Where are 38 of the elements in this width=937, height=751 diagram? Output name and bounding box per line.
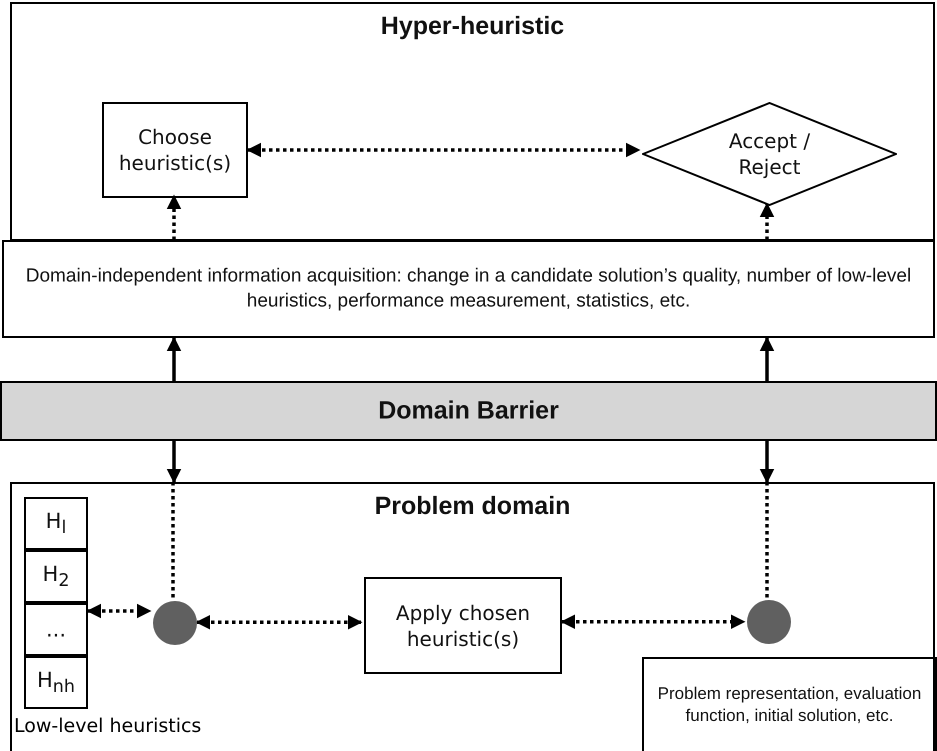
barrier-band	[0, 381, 937, 441]
heading: Domain Barrier	[377, 396, 560, 426]
arrow	[560, 614, 746, 630]
process-box	[102, 102, 248, 198]
heading: Problem domain	[374, 492, 572, 521]
arrow	[246, 142, 640, 158]
heuristic-cell	[24, 603, 88, 656]
node-label: H$_{l}$	[44, 508, 68, 540]
arrow	[760, 336, 774, 381]
information-band	[2, 240, 935, 338]
decision-diamond	[642, 102, 897, 206]
junction-dot	[747, 600, 791, 644]
arrow	[760, 441, 774, 484]
panel	[10, 2, 935, 241]
node-label: Domain-independent information acquisition: change in a candidate solution’s quality, number of low-level heuristics, performance measurement, statistics, etc.	[24, 264, 912, 313]
heuristic-cell	[24, 656, 88, 709]
node-label: Problem representation, evaluation function, initial solution, etc.	[656, 682, 922, 727]
node-label: Low-level heuristics	[14, 715, 202, 737]
arrow	[166, 441, 182, 484]
arrow	[86, 604, 152, 618]
panel	[10, 482, 935, 751]
node-label: Accept / Reject	[728, 128, 812, 180]
heuristic-cell	[24, 550, 88, 603]
connector-line	[171, 482, 175, 599]
arrow	[166, 194, 182, 240]
node-label: Choose heuristic(s)	[118, 124, 232, 176]
arrow	[166, 336, 182, 381]
junction-dot	[153, 601, 197, 645]
heading: Hyper-heuristic	[380, 12, 566, 41]
node-label: ...	[44, 616, 68, 643]
arrow	[196, 614, 362, 630]
connector-line	[765, 482, 769, 598]
node-label: Apply chosen heuristic(s)	[394, 600, 532, 652]
node-label: H$_{2}$	[42, 560, 70, 592]
process-box	[642, 657, 937, 751]
arrow	[760, 202, 774, 240]
process-box	[364, 577, 562, 674]
heuristic-cell	[24, 497, 88, 550]
